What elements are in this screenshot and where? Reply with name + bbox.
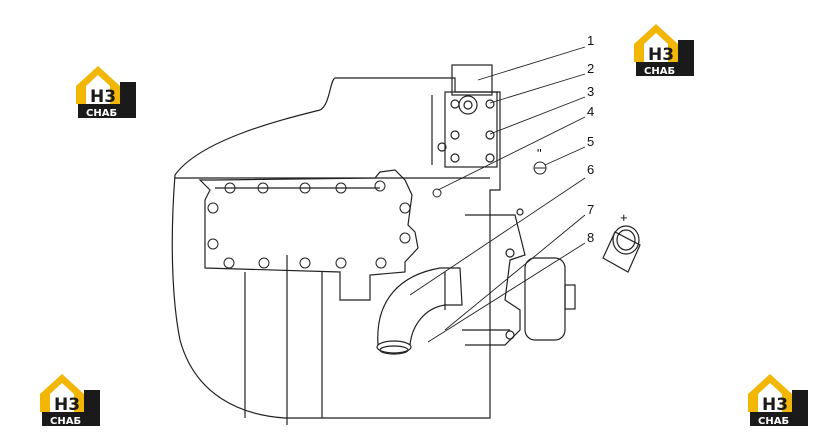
logo-bottom-right: H3 СНАБ <box>748 374 808 427</box>
callout-2: 2 <box>587 61 594 76</box>
callout-6: 6 <box>587 162 594 177</box>
svg-text:СНАБ: СНАБ <box>758 416 789 427</box>
leader-lines <box>409 46 586 343</box>
plus-marker: + <box>620 210 628 225</box>
part-5-fitting <box>533 161 547 175</box>
logo-top-right: H3 СНАБ <box>634 24 694 77</box>
callout-4: 4 <box>587 104 594 119</box>
svg-text:СНАБ: СНАБ <box>86 108 117 119</box>
callout-1: 1 <box>587 33 594 48</box>
elbow-pipe <box>376 267 463 355</box>
callout-numbers: 1 2 3 4 5 6 7 8 <box>587 33 594 245</box>
part-filter-cap <box>602 225 641 273</box>
svg-text:H3: H3 <box>90 87 116 107</box>
callout-3: 3 <box>587 84 594 99</box>
svg-text:H3: H3 <box>648 45 674 65</box>
callout-5: 5 <box>587 134 594 149</box>
logo-top-left: H3 СНАБ <box>76 66 136 119</box>
svg-text:СНАБ: СНАБ <box>644 66 675 77</box>
pump-housing <box>462 208 576 346</box>
callout-7: 7 <box>587 202 594 217</box>
svg-text:H3: H3 <box>54 395 80 415</box>
svg-text:H3: H3 <box>762 395 788 415</box>
quote-marker: " <box>537 146 542 161</box>
bracket-assembly <box>431 64 498 168</box>
svg-text:СНАБ: СНАБ <box>50 416 81 427</box>
callout-8: 8 <box>587 230 594 245</box>
side-cover <box>198 169 419 301</box>
logo-bottom-left: H3 СНАБ <box>40 374 100 427</box>
cover-bolts <box>207 180 442 269</box>
engine-block <box>171 77 501 425</box>
